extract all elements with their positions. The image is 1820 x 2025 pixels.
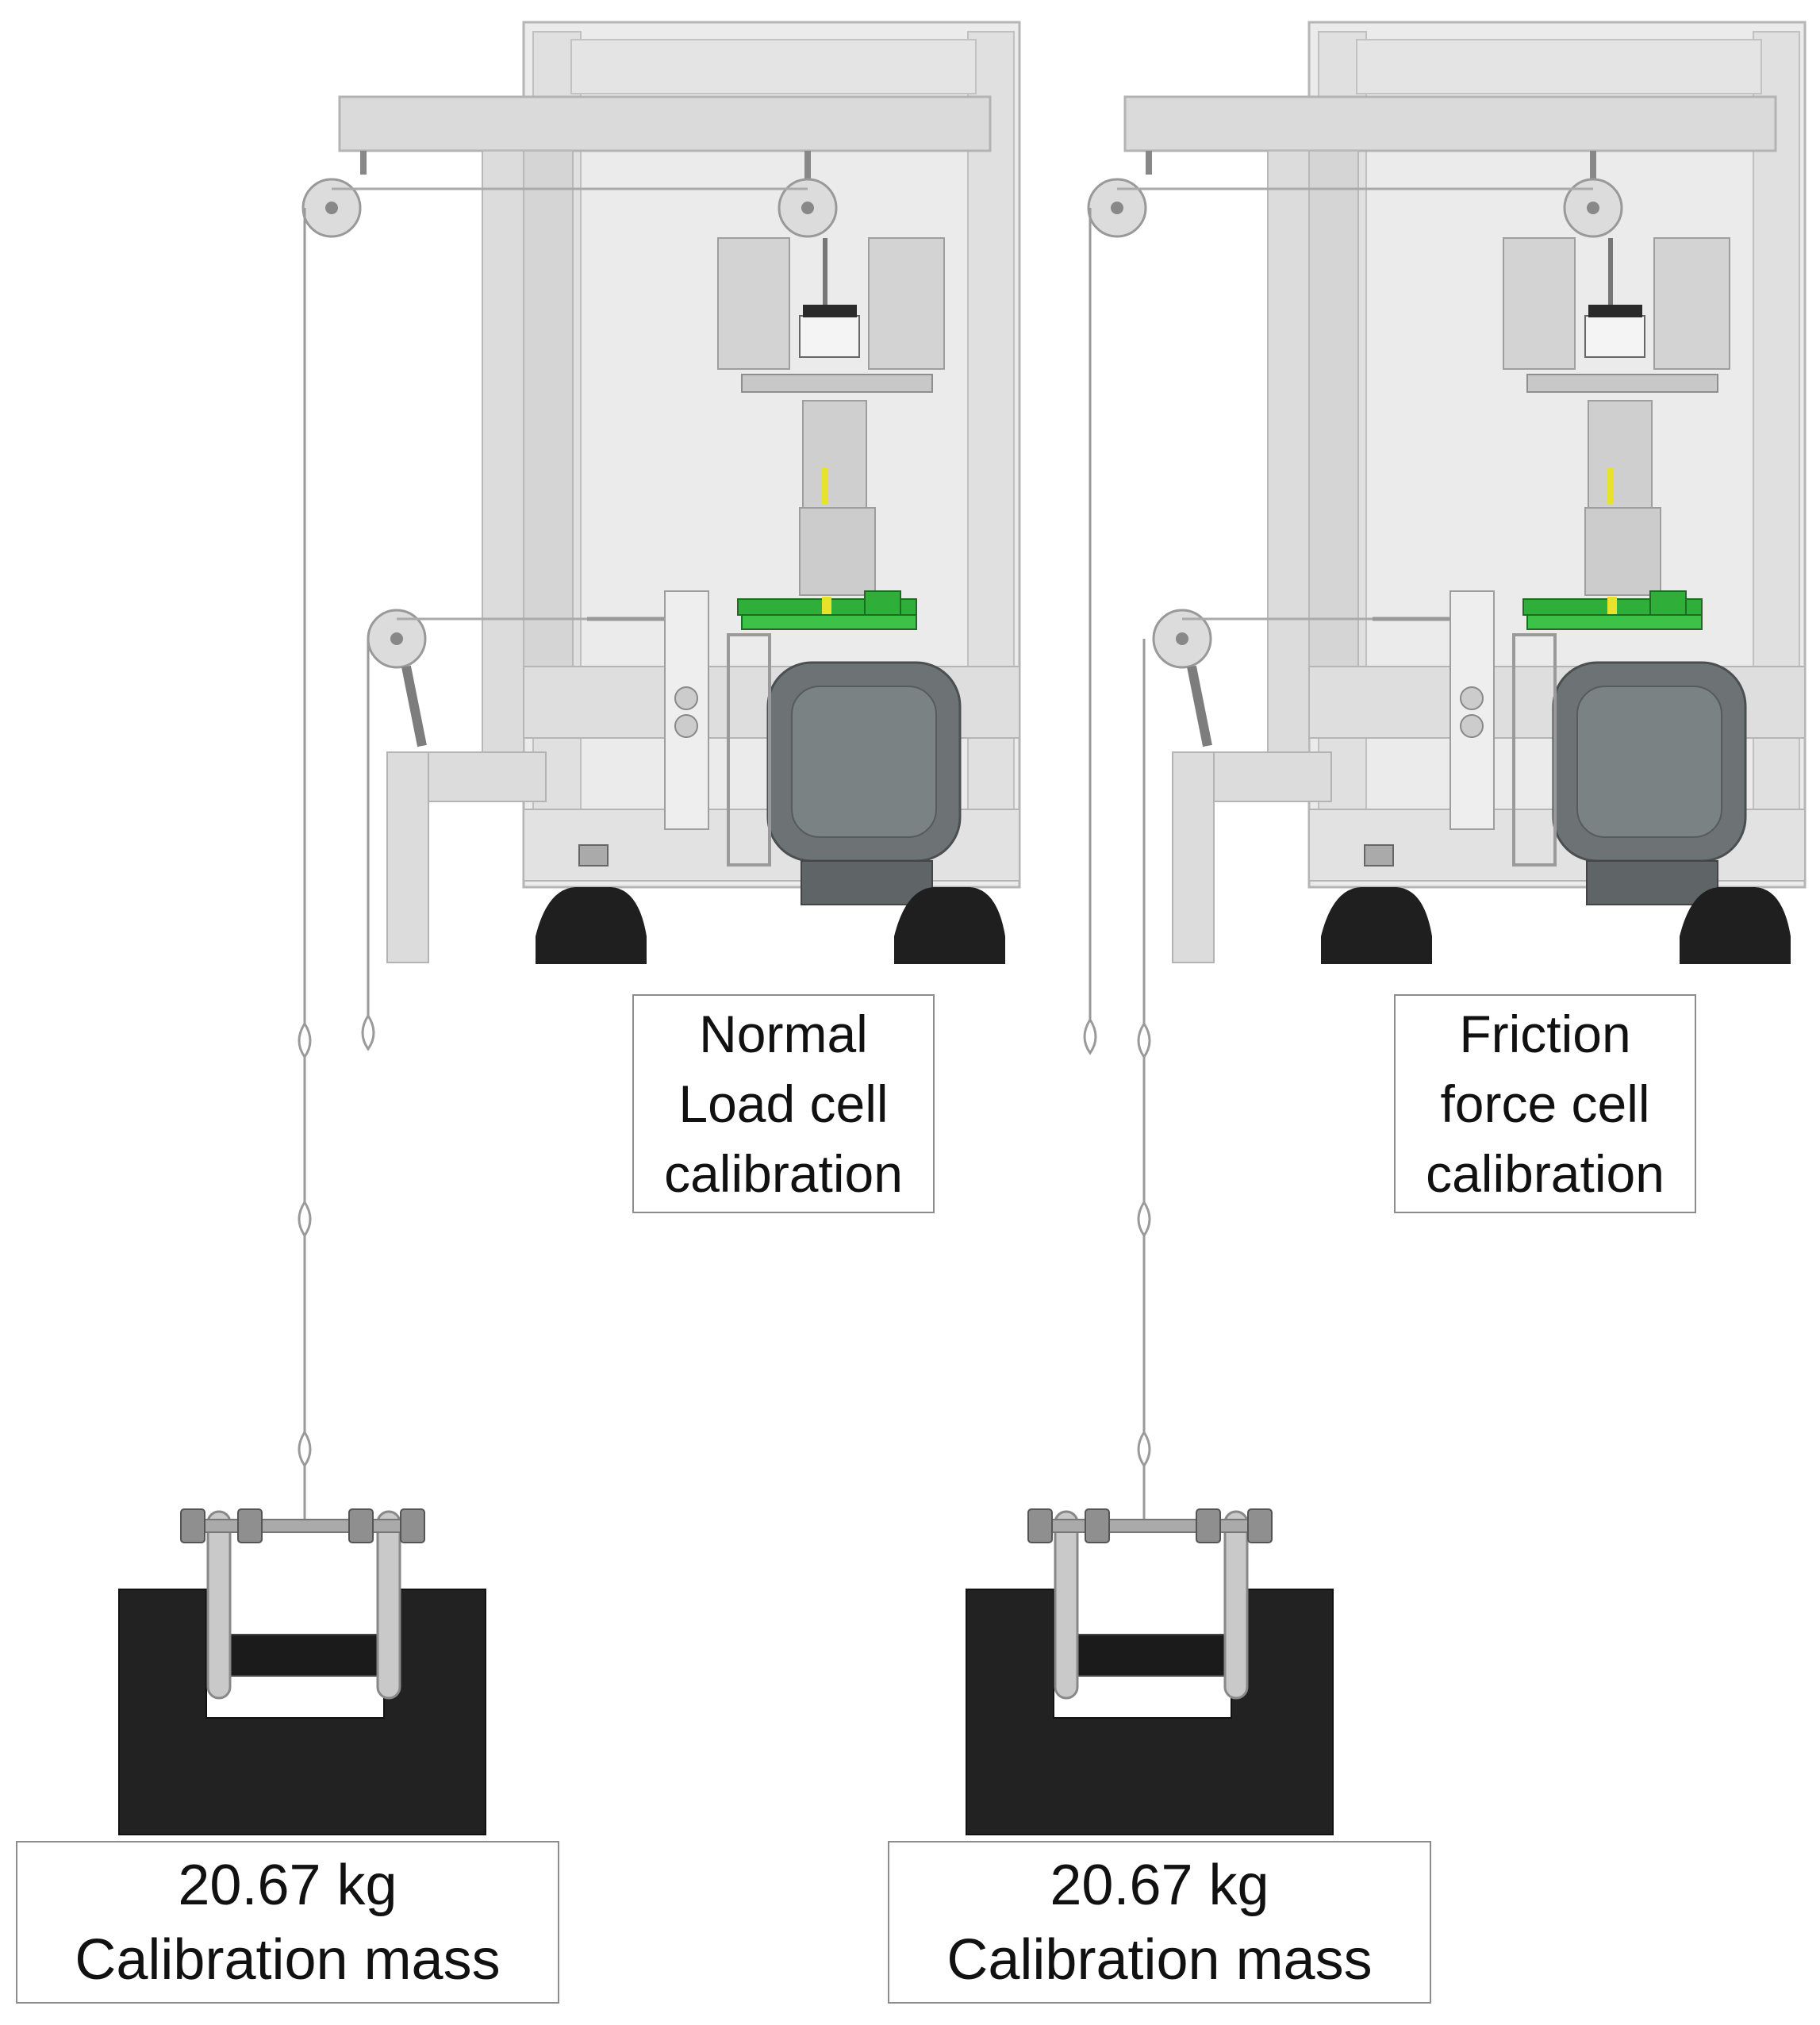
friction-force-rig bbox=[1089, 22, 1805, 964]
label-line: force cell bbox=[1440, 1074, 1650, 1133]
friction-calibration-weight bbox=[965, 1508, 1334, 1836]
friction-calibration-mass-label: 20.67 kg Calibration mass bbox=[888, 1841, 1431, 2004]
friction-force-rope bbox=[1083, 208, 1151, 1520]
label-line: Friction bbox=[1459, 1005, 1631, 1063]
label-line: Normal bbox=[699, 1005, 868, 1063]
normal-calibration-mass-label: 20.67 kg Calibration mass bbox=[16, 1841, 559, 2004]
mass-caption: Calibration mass bbox=[75, 1927, 501, 1992]
label-line: Load cell bbox=[678, 1074, 889, 1133]
mass-caption: Calibration mass bbox=[946, 1927, 1373, 1992]
label-line: calibration bbox=[664, 1144, 903, 1203]
normal-calibration-weight bbox=[117, 1508, 487, 1836]
mass-value: 20.67 kg bbox=[178, 1853, 397, 1917]
normal-load-rope bbox=[298, 208, 375, 1520]
normal-load-cell-label: Normal Load cell calibration bbox=[632, 994, 935, 1213]
mass-value: 20.67 kg bbox=[1050, 1853, 1269, 1917]
normal-load-rig bbox=[303, 22, 1019, 964]
friction-force-cell-label: Friction force cell calibration bbox=[1394, 994, 1696, 1213]
label-line: calibration bbox=[1426, 1144, 1664, 1203]
